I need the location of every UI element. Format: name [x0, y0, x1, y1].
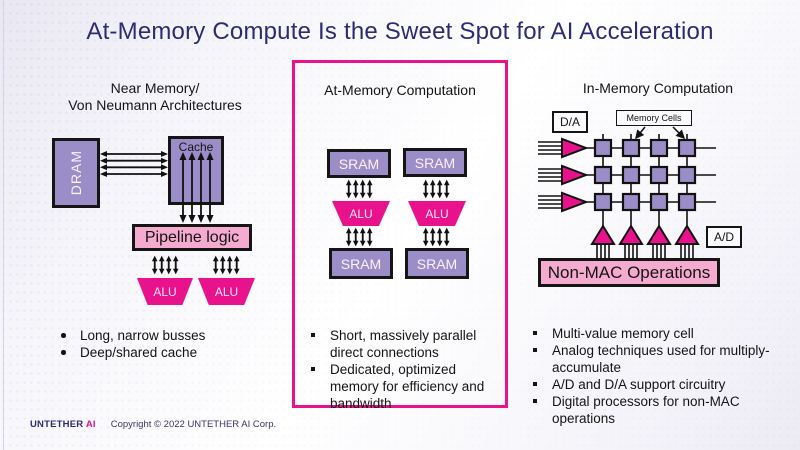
ad-converter-block: A/D — [706, 226, 742, 248]
memory-cell — [621, 192, 641, 212]
bullet-item: Dedicated, optimized memory for efficien… — [308, 361, 500, 412]
bullet-item: Digital processors for non-MAC operation… — [530, 393, 782, 427]
logo-untether-text: UNTETHER — [30, 419, 84, 430]
near-alu-1-label: ALU — [153, 284, 177, 299]
near-memory-bullets: Long, narrow busses Deep/shared cache — [58, 327, 283, 361]
memory-cell — [649, 138, 669, 158]
non-mac-label: Non-MAC Operations — [547, 262, 711, 282]
sram-block-bottom-right: SRAM — [405, 248, 469, 279]
near-alu-1: ALU — [137, 278, 193, 305]
near-memory-header-line2: Von Neumann Architectures — [68, 96, 242, 113]
non-mac-operations-block: Non-MAC Operations — [538, 258, 720, 287]
memory-cell — [621, 138, 641, 158]
at-alu-right: ALU — [408, 201, 466, 226]
pipeline-logic-block: Pipeline logic — [132, 224, 252, 251]
pipeline-alu1-arrows-icon — [151, 255, 179, 275]
slide-title: At-Memory Compute Is the Sweet Spot for … — [86, 18, 714, 45]
memory-cell-grid — [593, 138, 697, 212]
memory-cell — [649, 192, 669, 212]
at-alu-right-label: ALU — [425, 206, 449, 221]
crossbar-array-diagram — [538, 126, 716, 259]
sram-label: SRAM — [338, 155, 380, 172]
pipeline-logic-label: Pipeline logic — [144, 228, 240, 246]
bullet-item: Analog techniques used for multiply-accu… — [530, 342, 782, 376]
in-memory-bullets: Multi-value memory cell Analog technique… — [530, 325, 782, 427]
sram-label: SRAM — [416, 255, 458, 272]
sram-label: SRAM — [414, 154, 456, 171]
near-memory-header: Near Memory/ Von Neumann Architectures — [28, 80, 282, 114]
memory-cell — [593, 165, 613, 185]
logo-ai-text: AI — [85, 419, 96, 430]
memory-cells-callout: Memory Cells — [616, 110, 692, 126]
memory-cell — [593, 138, 613, 158]
sram-block-top-left: SRAM — [327, 149, 391, 178]
bullet-item: Multi-value memory cell — [530, 325, 782, 342]
dram-label: DRAM — [68, 150, 84, 196]
alu-sram-arrows-icon — [422, 227, 450, 247]
at-memory-header: At-Memory Computation — [324, 82, 476, 98]
bullet-item: Long, narrow busses — [58, 327, 283, 344]
dac-triangles-icon — [561, 137, 589, 213]
at-alu-left: ALU — [332, 201, 390, 226]
near-alu-2-label: ALU — [214, 284, 239, 299]
memory-cell — [621, 165, 641, 185]
left-edge-line — [3, 0, 4, 450]
pipeline-alu2-arrows-icon — [212, 255, 240, 275]
ad-label: A/D — [713, 230, 734, 244]
sram-alu-arrows-icon — [422, 179, 450, 199]
dram-block: DRAM — [52, 138, 100, 208]
memory-cell — [677, 138, 697, 158]
bullet-item: Deep/shared cache — [58, 344, 283, 361]
sram-block-top-right: SRAM — [403, 148, 467, 177]
alu-sram-arrows-icon — [345, 227, 373, 247]
footer: UNTETHER AI Copyright © 2022 UNTETHER AI… — [30, 419, 276, 430]
memory-cell — [677, 165, 697, 185]
untether-ai-logo: UNTETHER AI — [30, 419, 96, 430]
at-alu-left-label: ALU — [349, 206, 373, 221]
at-memory-bullets: Short, massively parallel direct connect… — [308, 327, 500, 412]
sram-label: SRAM — [340, 255, 382, 272]
in-memory-header: In-Memory Computation — [582, 80, 734, 96]
memory-cell — [593, 192, 613, 212]
adc-triangles-icon — [590, 224, 700, 245]
cache-block: Cache — [168, 136, 224, 205]
sram-block-bottom-left: SRAM — [329, 248, 393, 279]
memory-cells-callout-arrows-icon — [635, 126, 686, 140]
memory-cell — [649, 165, 669, 185]
at-memory-highlight-frame — [292, 60, 508, 408]
bullet-item: Short, massively parallel direct connect… — [308, 327, 500, 361]
copyright-text: Copyright © 2022 UNTETHER AI Corp. — [110, 419, 277, 430]
memory-cell — [677, 192, 697, 212]
da-label: D/A — [559, 115, 580, 129]
cache-pipeline-arrows-icon — [179, 152, 214, 223]
sram-alu-arrows-icon — [345, 179, 373, 199]
dram-cache-bus-arrows-icon — [100, 151, 168, 177]
da-converter-block: D/A — [552, 111, 588, 133]
cache-label: Cache — [178, 140, 214, 154]
bullet-item: A/D and D/A support circuitry — [530, 376, 782, 393]
memory-cells-label: Memory Cells — [626, 113, 682, 123]
near-memory-header-line1: Near Memory/ — [110, 80, 200, 96]
near-alu-2: ALU — [198, 278, 255, 305]
